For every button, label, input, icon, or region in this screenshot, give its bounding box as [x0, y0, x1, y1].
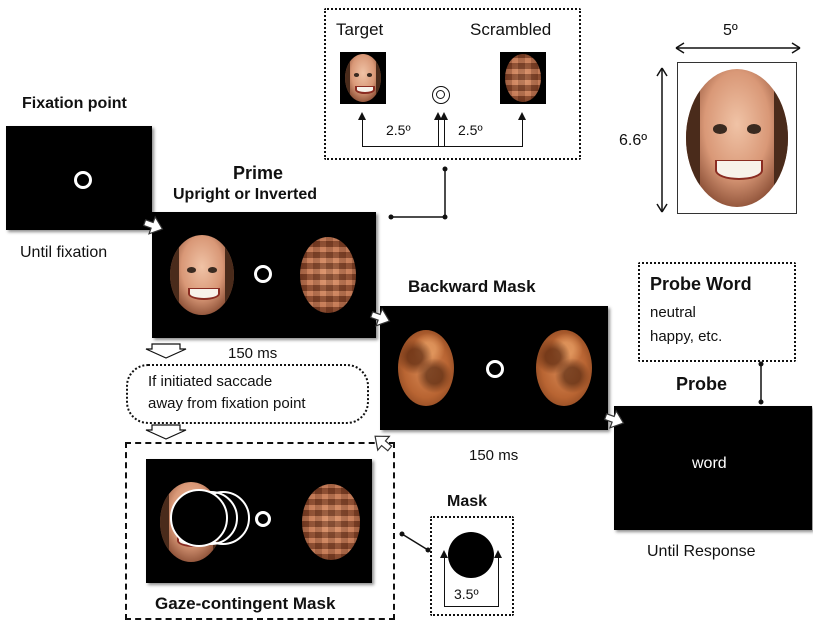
probe-word-box: Probe Word neutral happy, etc.: [638, 262, 796, 362]
gaze-mask-connector: [399, 531, 431, 553]
probe-title: Probe: [676, 374, 728, 394]
face-width-label: 5º: [723, 22, 738, 39]
mask-box: 3.5º: [430, 516, 514, 616]
saccade-note-box: If initiated saccade away from fixation …: [126, 364, 369, 424]
backward-mask-screen: [380, 306, 608, 430]
prime-duration: 150 ms: [228, 345, 278, 362]
gaze-fixation-ring: [255, 511, 271, 527]
backward-mask-title: Backward Mask: [408, 277, 536, 296]
probe-word: word: [692, 455, 727, 472]
probe-connector: [758, 361, 764, 405]
gaze-title: Gaze-contingent Mask: [155, 594, 336, 613]
stimulus-inset-box: Target Scrambled 2.5º 2.5º: [324, 8, 581, 160]
flow-arrow-gaze-backward: [374, 435, 393, 452]
inset-target-bg: [340, 52, 386, 104]
gaze-screen: [146, 459, 372, 583]
face-height-arrow: [656, 67, 668, 213]
face-height-label: 6.6º: [619, 132, 648, 149]
mask-size: 3.5º: [454, 586, 479, 602]
inset-connector: [388, 166, 448, 220]
inset-left-distance: 2.5º: [386, 122, 411, 138]
flow-arrow-prime-backward: [369, 307, 391, 327]
probe-word-title: Probe Word: [650, 274, 752, 294]
gaze-scrambled-face: [302, 484, 360, 560]
backward-mask-left: [398, 330, 454, 406]
prime-target-face: [170, 235, 234, 315]
gaze-dashed-box: [125, 442, 395, 620]
inset-target-face: [345, 54, 381, 102]
prime-subtitle: Upright or Inverted: [173, 186, 318, 203]
flow-arrow-backward-probe: [603, 409, 625, 429]
inset-scrambled-face: [505, 54, 541, 102]
fixation-caption: Until fixation: [20, 244, 108, 261]
prime-title: Prime: [233, 163, 284, 183]
probe-caption: Until Response: [647, 543, 756, 560]
probe-word-line2: happy, etc.: [650, 328, 723, 345]
probe-word-line1: neutral: [650, 304, 696, 321]
inset-right-distance: 2.5º: [458, 122, 483, 138]
gaze-mask-circle-1: [170, 489, 228, 547]
down-arrow-1: [145, 343, 187, 359]
prime-fixation-ring: [254, 265, 272, 283]
inset-target-ring: [432, 86, 450, 104]
large-face: [686, 69, 788, 207]
backward-mask-duration: 150 ms: [469, 447, 519, 464]
fixation-screen: [6, 126, 152, 230]
prime-screen: [152, 212, 376, 338]
fixation-title: Fixation point: [22, 95, 127, 112]
inset-target-label: Target: [336, 20, 384, 39]
fixation-ring: [74, 171, 92, 189]
face-width-arrow: [675, 42, 801, 54]
inset-scrambled-label: Scrambled: [470, 20, 552, 39]
probe-screen: word: [614, 406, 812, 530]
mask-disc: [448, 532, 494, 578]
saccade-note-line2: away from fixation point: [148, 395, 306, 412]
large-face-frame: [677, 62, 797, 214]
backward-mask-right: [536, 330, 592, 406]
mask-title: Mask: [447, 493, 488, 510]
down-arrow-2: [145, 424, 187, 440]
flow-arrow-fixation-prime: [142, 215, 164, 235]
prime-scrambled-face: [300, 237, 356, 313]
backward-mask-ring: [486, 360, 504, 378]
saccade-note-line1: If initiated saccade: [148, 373, 273, 390]
inset-scrambled-bg: [500, 52, 546, 104]
